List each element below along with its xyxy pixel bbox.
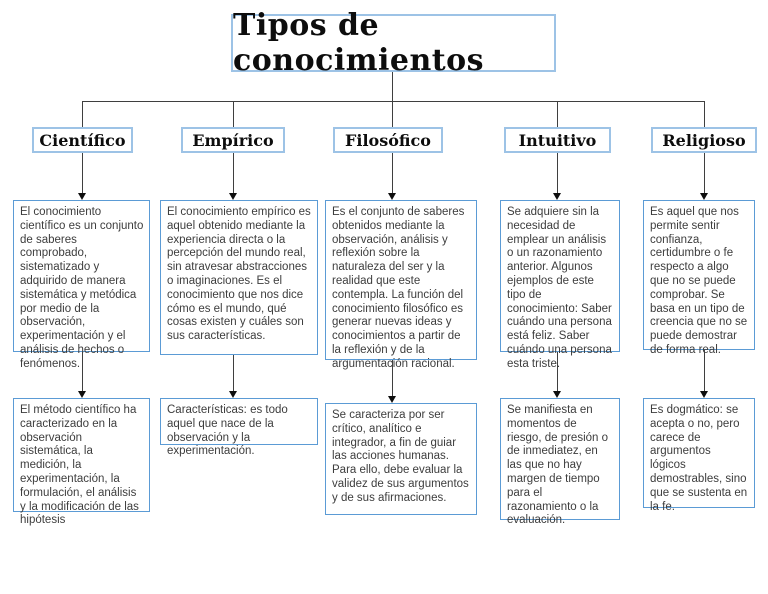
connector-line bbox=[82, 101, 83, 127]
category-empirico: Empírico bbox=[181, 127, 285, 153]
description-cientifico: El conocimiento científico es un conjunt… bbox=[13, 200, 150, 370]
description-intuitivo: Se adquiere sin la necesidad de emplear … bbox=[500, 200, 620, 370]
arrow-down-icon bbox=[229, 153, 238, 200]
note-religioso: Es dogmático: se acepta o no, pero carec… bbox=[643, 398, 755, 513]
category-filosofico: Filosófico bbox=[333, 127, 443, 153]
arrow-down-icon bbox=[229, 355, 238, 398]
note-empirico: Características: es todo aquel que nace … bbox=[160, 398, 318, 457]
page-title: Tipos de conocimientos bbox=[231, 8, 556, 78]
arrow-down-icon bbox=[553, 352, 562, 398]
arrow-down-icon bbox=[700, 350, 709, 398]
connector-line bbox=[233, 101, 234, 127]
connector-line bbox=[704, 101, 705, 127]
description-empirico: El conocimiento empírico es aquel obteni… bbox=[160, 200, 318, 355]
arrow-down-icon bbox=[553, 153, 562, 200]
description-religioso: Es aquel que nos permite sentir confianz… bbox=[643, 200, 755, 356]
note-filosofico: Se caracteriza por ser crítico, analític… bbox=[325, 403, 477, 515]
arrow-down-icon bbox=[388, 360, 397, 403]
note-cientifico: El método científico ha caracterizado en… bbox=[13, 398, 150, 526]
connector-line bbox=[392, 72, 393, 127]
note-intuitivo: Se manifiesta en momentos de riesgo, de … bbox=[500, 398, 620, 526]
category-cientifico: Científico bbox=[32, 127, 133, 153]
connector-line bbox=[557, 101, 558, 127]
category-intuitivo: Intuitivo bbox=[504, 127, 611, 153]
category-religioso: Religioso bbox=[651, 127, 757, 153]
arrow-down-icon bbox=[388, 153, 397, 200]
arrow-down-icon bbox=[700, 153, 709, 200]
description-filosofico: Es el conjunto de saberes obtenidos medi… bbox=[325, 200, 477, 370]
connector-line bbox=[82, 101, 704, 102]
arrow-down-icon bbox=[78, 352, 87, 398]
arrow-down-icon bbox=[78, 153, 87, 200]
